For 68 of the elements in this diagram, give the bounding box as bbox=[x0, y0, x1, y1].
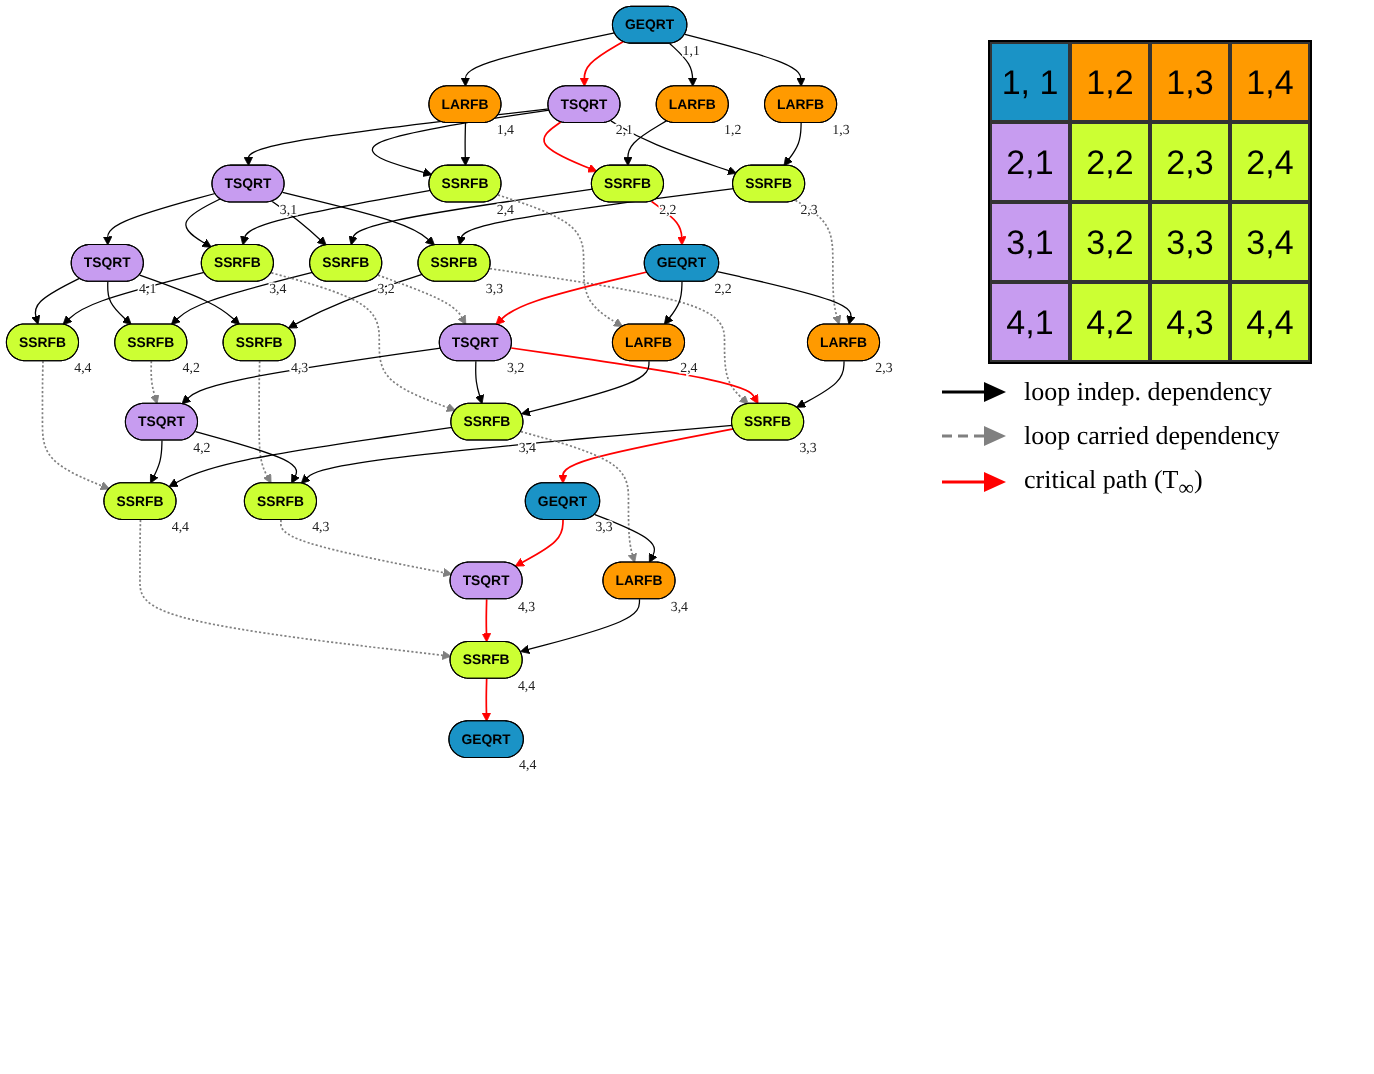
arrow bbox=[270, 271, 456, 412]
table-cell: 1,3 bbox=[1150, 42, 1230, 122]
arrow bbox=[495, 271, 648, 326]
arrow bbox=[139, 519, 452, 660]
arrow bbox=[521, 360, 650, 417]
arrow bbox=[716, 270, 856, 325]
arrow bbox=[377, 274, 467, 325]
arrow bbox=[579, 40, 624, 87]
table-cell: 4,1 bbox=[990, 282, 1070, 362]
table-cell: 1,4 bbox=[1230, 42, 1310, 122]
arrow bbox=[558, 428, 735, 484]
arrow bbox=[594, 513, 658, 563]
arrow bbox=[663, 281, 683, 325]
arrow bbox=[610, 120, 737, 176]
table-cell: 3,1 bbox=[990, 202, 1070, 282]
table-cell: 1, 1 bbox=[990, 42, 1070, 122]
arrow bbox=[168, 426, 453, 488]
table-cell: 4,2 bbox=[1070, 282, 1150, 362]
arrow bbox=[481, 677, 492, 722]
arrow bbox=[280, 519, 453, 578]
table-cell: 2,3 bbox=[1150, 122, 1230, 202]
arrow bbox=[460, 122, 470, 167]
arrow bbox=[102, 192, 216, 246]
arrow bbox=[150, 360, 160, 405]
arrow bbox=[139, 274, 241, 325]
table-cell: 3,3 bbox=[1150, 202, 1230, 282]
arrow bbox=[181, 347, 442, 405]
arrow bbox=[31, 277, 81, 325]
arrow bbox=[520, 430, 637, 563]
arrow bbox=[510, 347, 759, 405]
legend-text: loop carried dependency bbox=[1024, 420, 1280, 452]
arrow bbox=[514, 519, 564, 567]
arrow bbox=[41, 360, 110, 491]
table-cell: 1,2 bbox=[1070, 42, 1150, 122]
table-cell: 3,4 bbox=[1230, 202, 1310, 282]
arrow bbox=[623, 120, 668, 167]
arrow bbox=[475, 360, 485, 405]
arrow bbox=[669, 43, 698, 87]
legend-text: loop indep. dependency bbox=[1024, 376, 1272, 408]
arrow bbox=[543, 121, 598, 173]
arrow bbox=[783, 122, 802, 167]
arrow bbox=[497, 194, 624, 328]
arrow bbox=[371, 109, 550, 177]
table-cell: 2,2 bbox=[1070, 122, 1150, 202]
arrow bbox=[460, 32, 616, 87]
arrow bbox=[185, 198, 221, 248]
table-cell: 4,3 bbox=[1150, 282, 1230, 362]
table-cell: 4,4 bbox=[1230, 282, 1310, 362]
arrow bbox=[348, 188, 594, 246]
arrow bbox=[481, 598, 492, 643]
arrow bbox=[794, 199, 842, 325]
arrow bbox=[489, 267, 749, 405]
arrow bbox=[194, 430, 300, 484]
legend-text: critical path (T$_{∞}$) bbox=[1024, 464, 1203, 502]
arrow bbox=[520, 598, 641, 654]
arrow bbox=[62, 271, 205, 325]
arrow bbox=[287, 273, 423, 329]
table-cell: 2,4 bbox=[1230, 122, 1310, 202]
arrow bbox=[107, 281, 132, 325]
table-cell: 2,1 bbox=[990, 122, 1070, 202]
arrow bbox=[300, 424, 733, 484]
arrow bbox=[796, 360, 845, 408]
table-cell: 3,2 bbox=[1070, 202, 1150, 282]
arrow bbox=[282, 191, 435, 246]
arrow bbox=[258, 360, 272, 484]
arrow bbox=[170, 271, 314, 325]
arrow bbox=[150, 439, 163, 484]
arrow bbox=[684, 33, 806, 87]
